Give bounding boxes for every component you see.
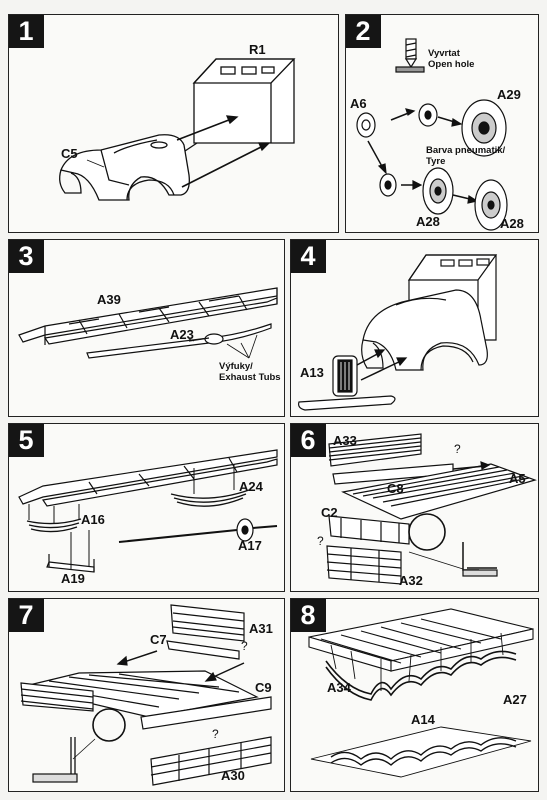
suspension-drawing	[18, 449, 278, 573]
part-label-a6: A6	[350, 96, 367, 111]
bed-end-assembly-drawing	[20, 604, 272, 786]
part-label-c9: C9	[255, 680, 272, 695]
step-2-panel: 2 Vyvrtat Open hole A6 A29 Barva pneumat…	[345, 14, 539, 233]
part-label-a5: A5	[509, 471, 526, 486]
question-mark-side: ?	[317, 534, 324, 548]
part-label-a19: A19	[61, 571, 85, 586]
open-hole-note-cz: Vyvrtat	[428, 48, 460, 59]
part-label-a34: A34	[327, 680, 351, 695]
step-3-panel: 3 A39 A23 Výfuky/ Exhaust Tubs	[8, 239, 285, 417]
step-number: 1	[9, 15, 44, 48]
part-label-a29: A29	[497, 87, 521, 102]
step-number: 7	[9, 599, 44, 632]
part-label-a28-left: A28	[416, 214, 440, 229]
question-mark: ?	[241, 639, 248, 653]
question-mark: ?	[454, 442, 461, 456]
bed-side-assembly-drawing	[326, 433, 537, 585]
step-4-panel: 4 A13	[290, 239, 539, 417]
part-label-c2: C2	[321, 505, 338, 520]
step-number: 2	[346, 15, 381, 48]
cab-assembly-drawing	[59, 58, 296, 201]
part-label-a17: A17	[238, 538, 262, 553]
part-label-c7: C7	[150, 632, 167, 647]
chassis-exhaust-drawing	[18, 287, 278, 359]
exhaust-note-cz: Výfuky/	[219, 361, 253, 372]
bed-support-assembly-drawing	[308, 608, 534, 778]
step-number: 6	[291, 424, 326, 457]
part-label-a31: A31	[249, 621, 273, 636]
part-label-a23: A23	[170, 327, 194, 342]
grille-assembly-drawing	[298, 254, 498, 411]
step-1-panel: 1 R1 C5	[8, 14, 339, 233]
part-label-a14: A14	[411, 712, 435, 727]
part-label-a28-right: A28	[500, 216, 524, 231]
step-8-panel: 8 A34 A14 A27	[290, 598, 539, 792]
question-mark-lower: ?	[212, 727, 219, 741]
part-label-c8: C8	[387, 481, 404, 496]
part-label-c5: C5	[61, 146, 78, 161]
part-label-r1: R1	[249, 42, 266, 57]
tyre-color-note-cz: Barva pneumatik/	[426, 145, 506, 156]
step-number: 8	[291, 599, 326, 632]
part-label-a39: A39	[97, 292, 121, 307]
wheel-assembly-drawing	[356, 38, 508, 231]
step-number: 5	[9, 424, 44, 457]
step-7-panel: 7 A31 C7 ? C9 ? A30	[8, 598, 285, 792]
part-label-a16: A16	[81, 512, 105, 527]
part-label-a32: A32	[399, 573, 423, 588]
exhaust-note-en: Exhaust Tubs	[219, 372, 281, 383]
part-label-a27: A27	[503, 692, 527, 707]
step-number: 3	[9, 240, 44, 273]
step-number: 4	[291, 240, 326, 273]
part-label-a33: A33	[333, 433, 357, 448]
part-label-a24: A24	[239, 479, 263, 494]
part-label-a30: A30	[221, 768, 245, 783]
step-5-panel: 5 A24 A16 A17 A19	[8, 423, 285, 592]
step-6-panel: 6 A33 ? C8 A5 C2 ? A32	[290, 423, 539, 592]
open-hole-note-en: Open hole	[428, 59, 475, 70]
tyre-color-note-en: Tyre	[426, 156, 446, 167]
part-label-a13: A13	[300, 365, 324, 380]
